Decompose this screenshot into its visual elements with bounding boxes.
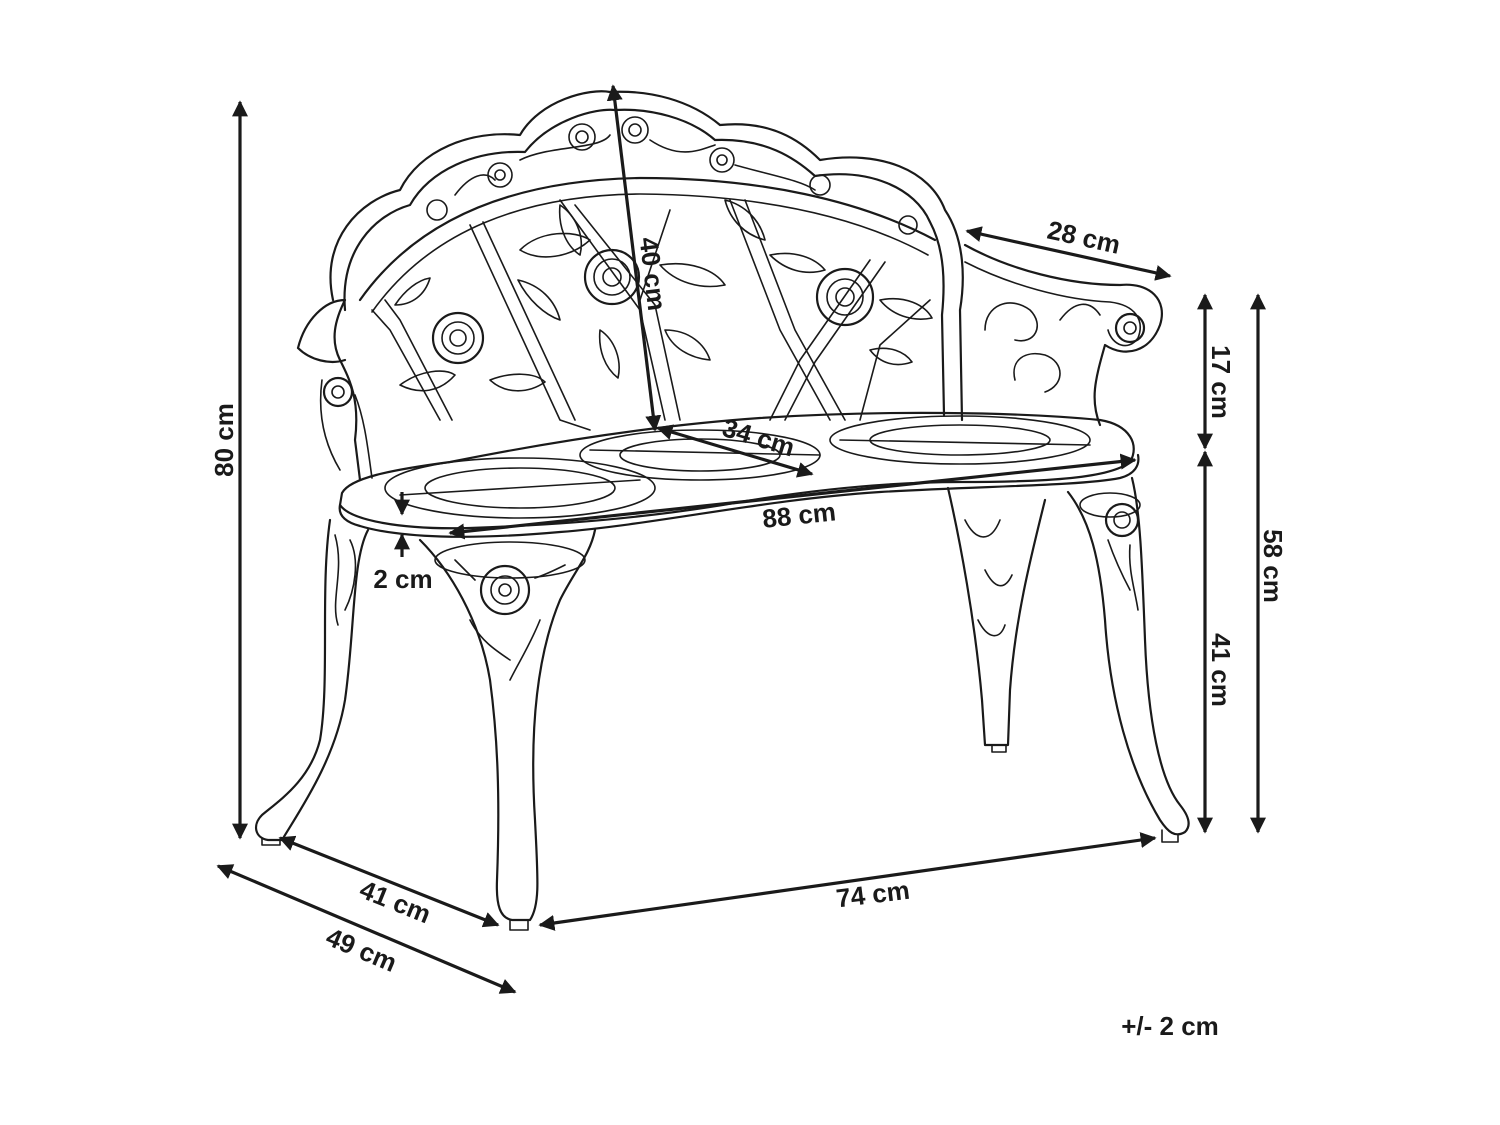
dimension-labels: 80 cm 40 cm 28 cm 17 cm 41 cm 58 cm 34 c… [209, 215, 1288, 1041]
label-leg-depth: 41 cm [356, 874, 436, 929]
label-arm-total-height: 58 cm [1258, 529, 1288, 603]
right-front-leg [1066, 476, 1190, 836]
label-seat-depth: 34 cm [719, 412, 798, 462]
dimension-lines [216, 84, 1266, 994]
left-front-leg [254, 518, 370, 842]
label-total-depth: 49 cm [322, 922, 402, 978]
right-leg-rose-ornament [1079, 492, 1141, 611]
dim-line-leg-width [538, 832, 1157, 931]
left-armrest [296, 298, 362, 482]
label-armrest-length: 28 cm [1045, 215, 1123, 260]
dim-line-seat-width [448, 453, 1137, 540]
leg-rose-ornament [434, 541, 586, 681]
scroll-detail [568, 123, 596, 151]
rear-leg [946, 486, 1047, 747]
label-total-height: 80 cm [209, 403, 239, 477]
right-armrest [963, 243, 1163, 427]
label-seat-width: 88 cm [761, 496, 837, 534]
dim-line-total-depth [216, 864, 517, 994]
dim-line-armrest-length [965, 226, 1172, 281]
dim-line-backrest-height [606, 84, 662, 432]
backrest-crest [329, 90, 964, 422]
label-seat-height: 41 cm [1206, 633, 1236, 707]
label-seat-thickness: 2 cm [373, 564, 432, 594]
tolerance-note: +/- 2 cm [1121, 1011, 1219, 1041]
center-front-leg [418, 528, 597, 922]
bench-drawing [254, 90, 1190, 931]
label-armrest-height: 17 cm [1206, 345, 1236, 419]
